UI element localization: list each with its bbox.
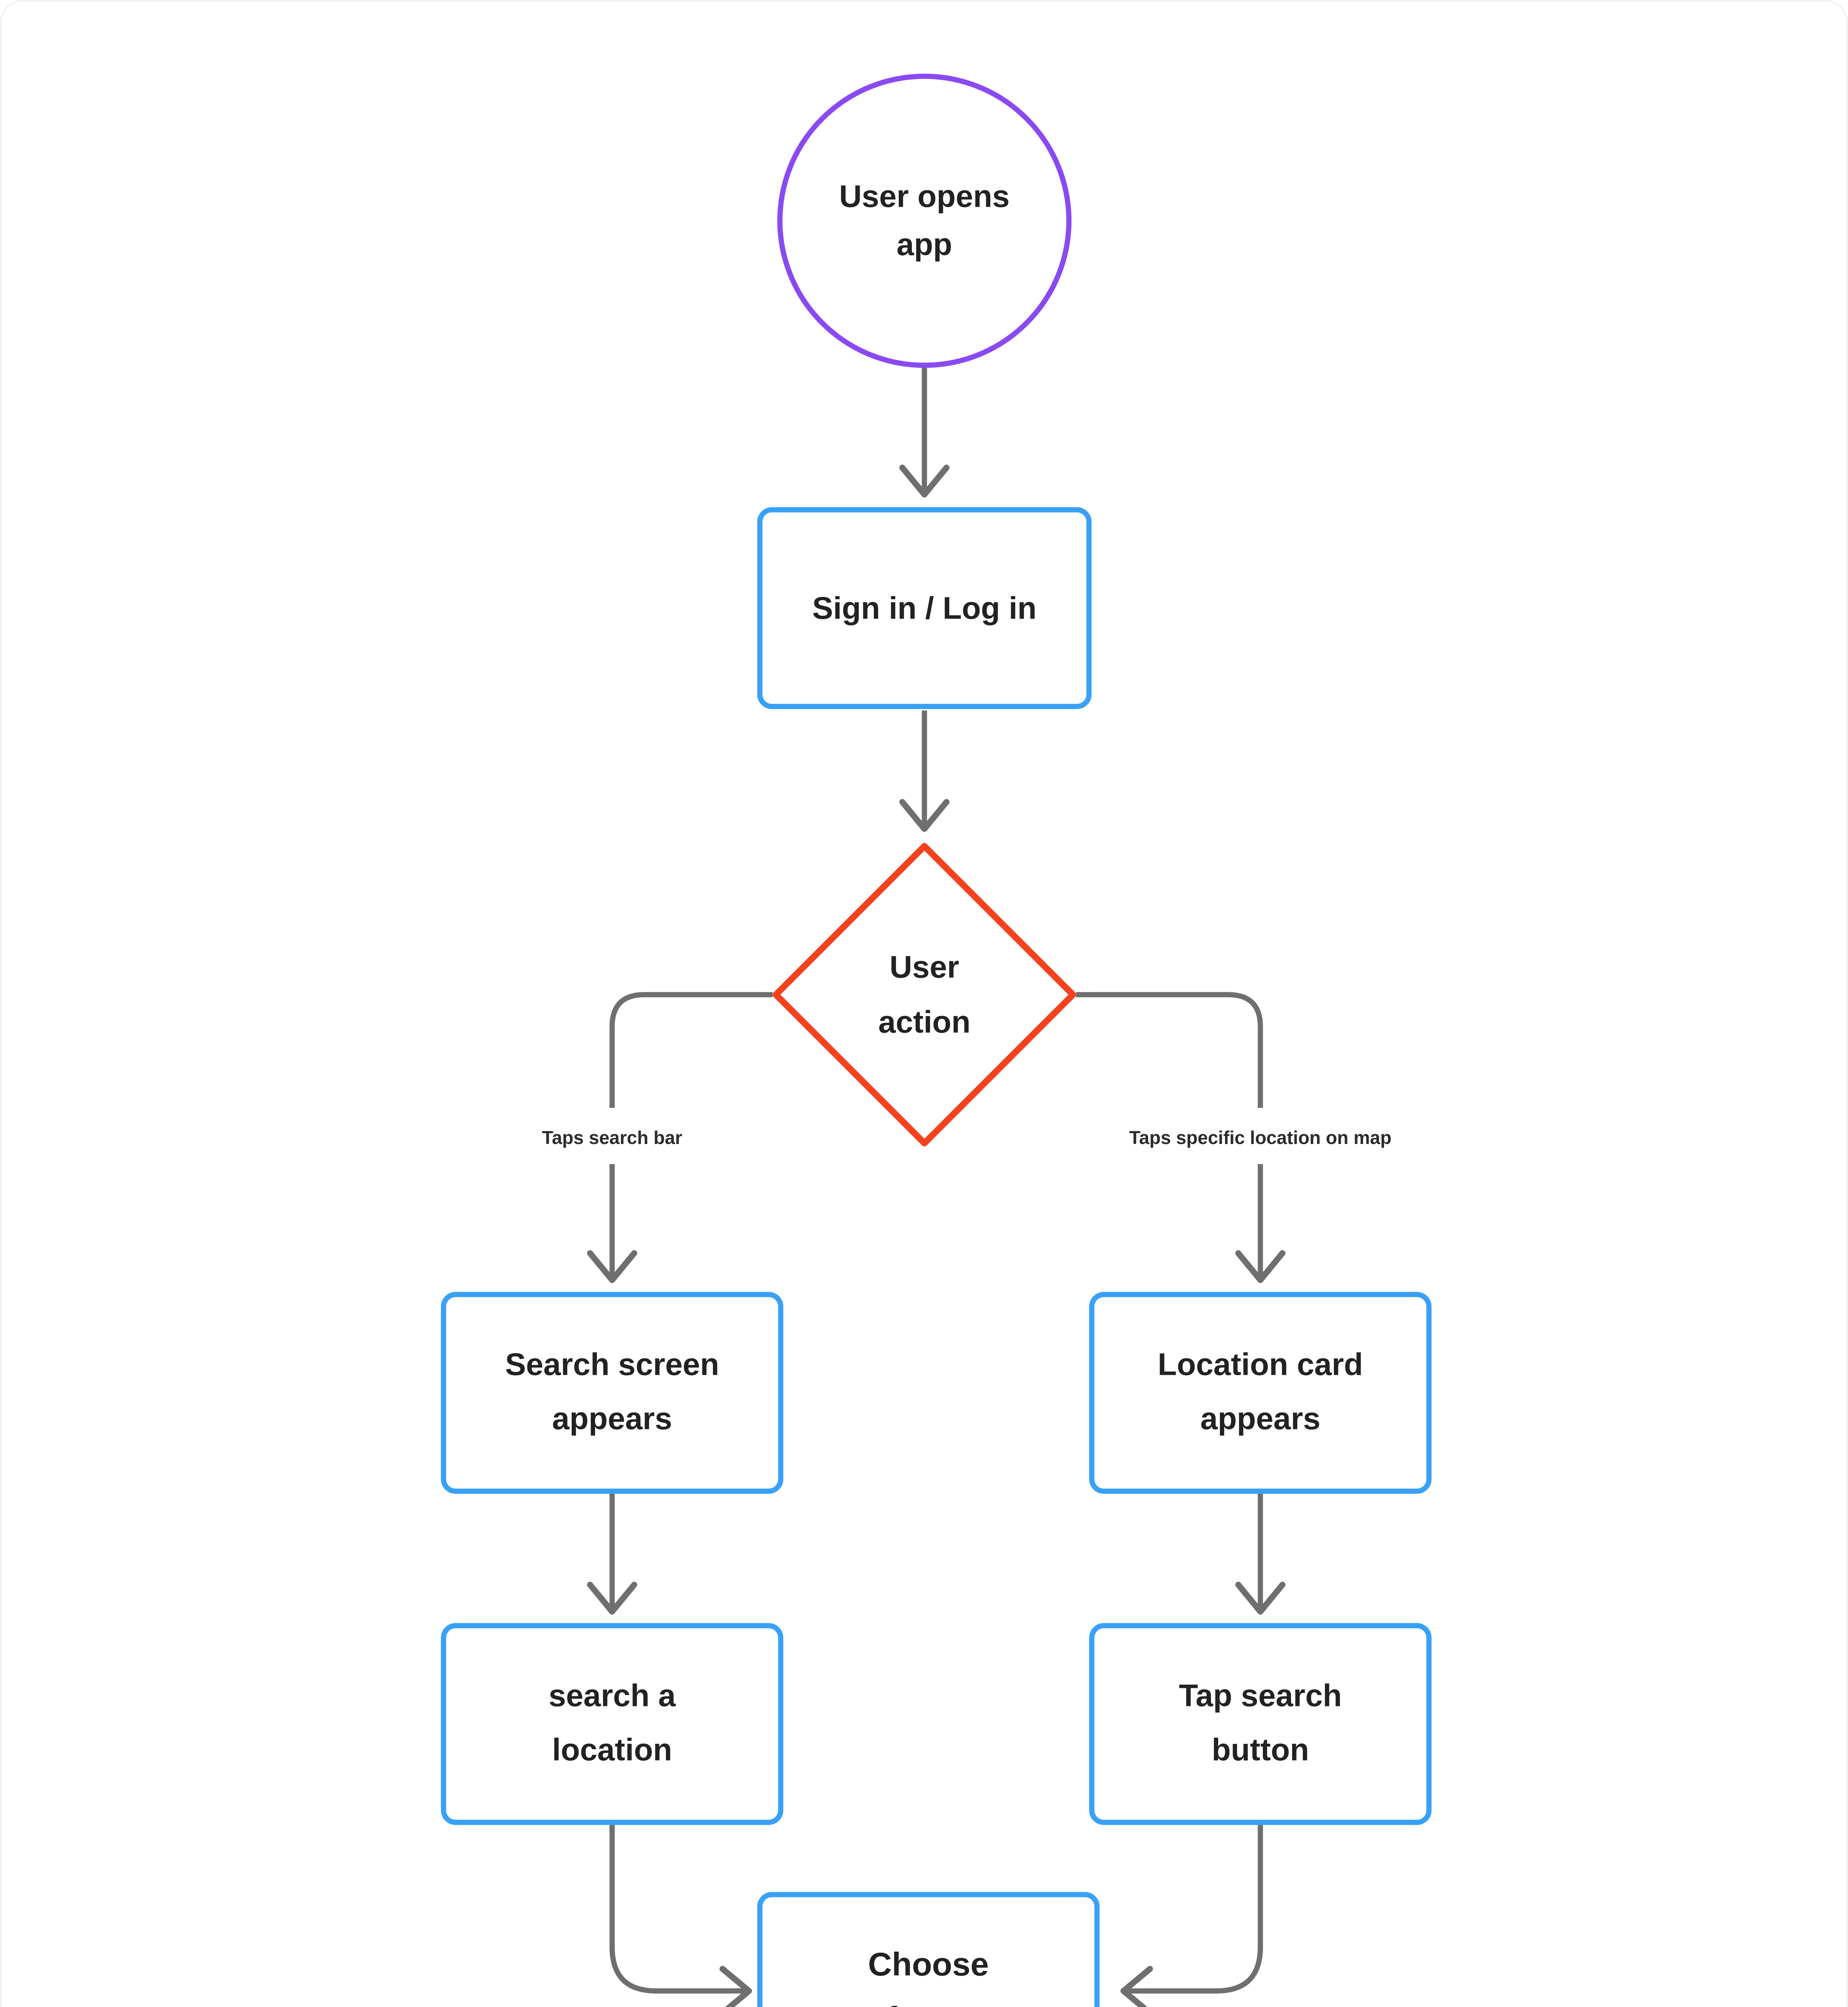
node-search-location-label-line2: location	[552, 1732, 672, 1767]
node-decision-label-line1: User	[889, 949, 959, 985]
node-preferences-label-line2: preferences	[835, 2001, 1022, 2007]
edge-location-card-to-tap-search	[1235, 1489, 1286, 1615]
node-tap-search-label-line2: button	[1212, 1732, 1309, 1767]
node-signin-label: Sign in / Log in	[812, 590, 1037, 626]
node-location-card-label-line1: Location card	[1158, 1347, 1363, 1382]
node-tap-search-label-line1: Tap search	[1179, 1678, 1342, 1713]
edge-signin-to-decision	[899, 710, 950, 832]
node-search-screen-label-line1: Search screen	[505, 1347, 719, 1382]
node-start[interactable]: User opens app	[777, 73, 1072, 368]
node-search-screen-label-line2: appears	[552, 1401, 672, 1436]
node-search-screen[interactable]: Search screen appears	[441, 1292, 784, 1494]
edge-decision-left-upper	[609, 992, 773, 1108]
node-start-label-line2: app	[897, 227, 952, 262]
edge-start-to-signin	[899, 357, 950, 498]
edge-label-taps-specific-location: Taps specific location on map	[1129, 1127, 1392, 1148]
node-search-location-label-line1: search a	[549, 1678, 676, 1713]
node-location-card-label-line2: appears	[1200, 1401, 1320, 1436]
node-start-label-line1: User opens	[839, 179, 1010, 214]
node-signin[interactable]: Sign in / Log in	[757, 507, 1092, 709]
node-search-location[interactable]: search a location	[441, 1623, 784, 1825]
node-tap-search[interactable]: Tap search button	[1089, 1623, 1432, 1825]
edge-search-screen-to-search-location	[587, 1489, 637, 1615]
node-decision-label-line2: action	[878, 1004, 971, 1040]
edge-decision-right-upper	[1076, 992, 1263, 1108]
node-preferences-label-line1: Choose	[868, 1946, 989, 1983]
node-decision[interactable]: User action	[773, 843, 1076, 1146]
node-preferences[interactable]: Choose preferences	[757, 1892, 1100, 2007]
node-location-card[interactable]: Location card appears	[1089, 1292, 1432, 1494]
edge-tap-search-to-preferences	[1120, 1818, 1263, 2007]
edge-decision-to-search-screen	[587, 1164, 637, 1283]
edge-decision-to-location-card	[1235, 1164, 1286, 1283]
edge-search-location-to-preferences	[609, 1818, 752, 2007]
edge-label-taps-search-bar: Taps search bar	[542, 1127, 682, 1148]
